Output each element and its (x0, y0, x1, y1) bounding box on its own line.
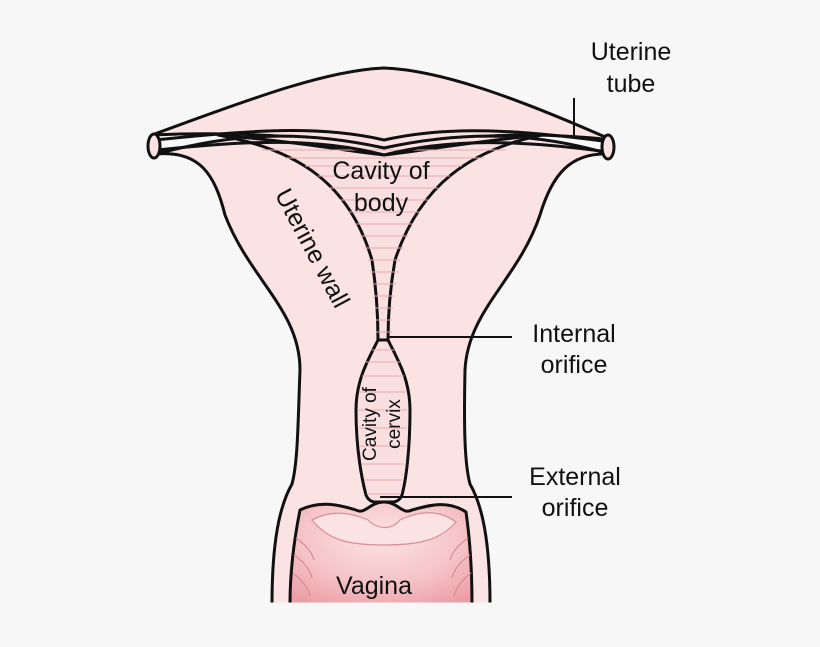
label-internal-orifice-2: orifice (541, 351, 608, 379)
label-cavity-of-body-2: body (354, 189, 409, 217)
vagina-rim (311, 512, 457, 546)
label-cavity-of-body-1: Cavity of (332, 157, 429, 185)
label-internal-orifice-1: Internal (532, 320, 615, 348)
label-uterine-tube-2: tube (607, 70, 656, 98)
label-cavity-of-cervix-1: Cavity of (360, 386, 381, 461)
label-external-orifice-2: orifice (542, 494, 609, 522)
vaginal-rugae (292, 537, 472, 597)
tube-end-right (600, 133, 616, 161)
uterine-tube (154, 129, 611, 144)
cavity-of-cervix (354, 338, 412, 504)
label-cavity-of-cervix-2: cervix (384, 399, 405, 449)
label-vagina: Vagina (336, 572, 412, 600)
cavity-hatching (262, 149, 506, 495)
label-uterine-tube-1: Uterine (591, 38, 672, 66)
uterine-tube-lower (157, 140, 609, 157)
label-external-orifice-1: External (529, 463, 621, 491)
tube-end-left (146, 132, 162, 160)
